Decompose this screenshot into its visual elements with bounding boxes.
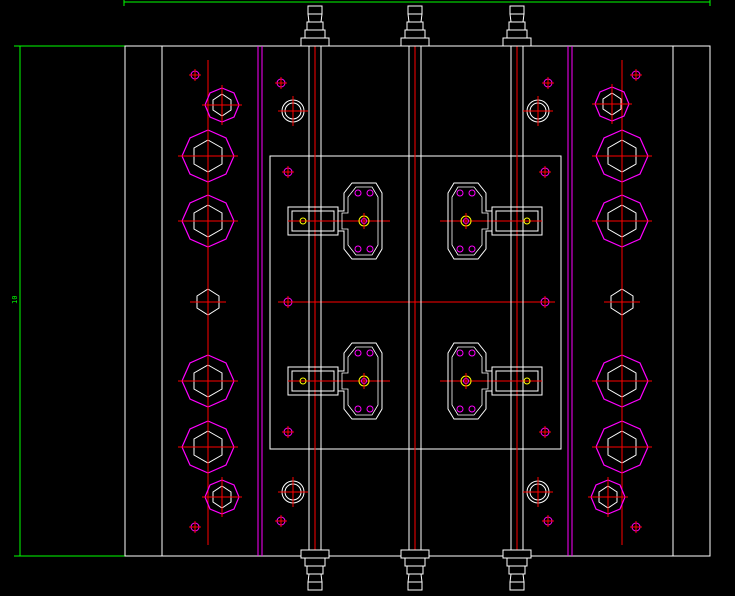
bottom-fittings [300, 549, 532, 591]
side-rails [257, 46, 573, 556]
left-column-features [177, 68, 243, 534]
dimension-lines [14, 0, 711, 557]
dimension-label: 10 [11, 296, 19, 304]
right-column-features [587, 68, 653, 534]
top-fittings [300, 5, 532, 47]
cooling-channels [308, 40, 524, 550]
